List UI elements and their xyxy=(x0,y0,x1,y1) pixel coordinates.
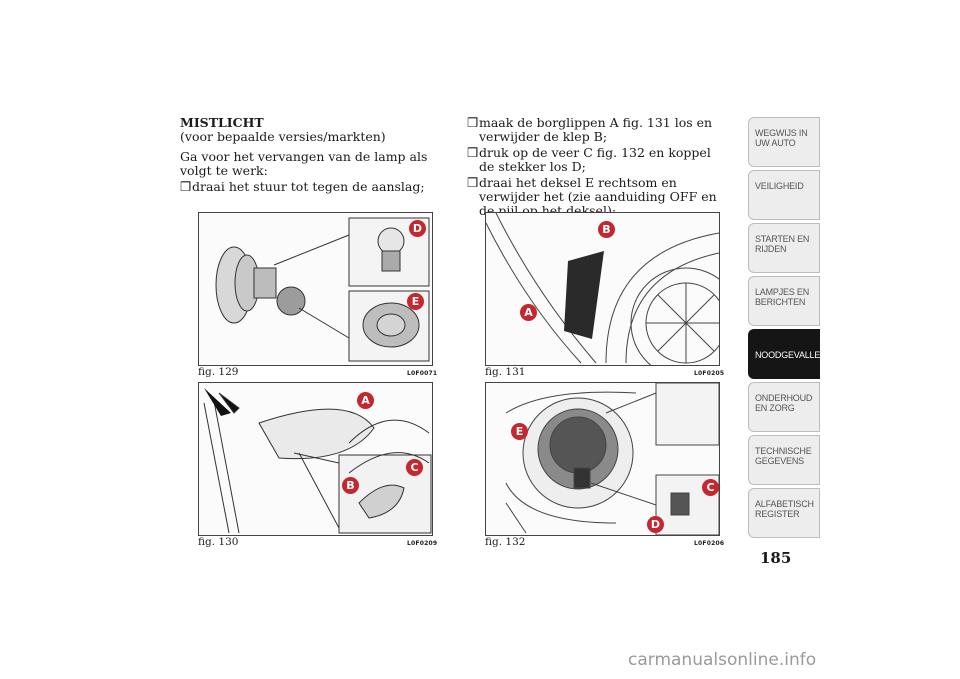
step-text: maak de borglippen A fig. 131 los en ver… xyxy=(479,115,713,144)
figure-caption: fig. 129 xyxy=(198,366,239,378)
figure-131-illustration: B A xyxy=(485,212,720,366)
step-item: ❒ draai het stuur tot tegen de aanslag; xyxy=(180,180,442,194)
checkbox-bullet-icon: ❒ xyxy=(467,145,479,160)
callout-a: A xyxy=(520,304,537,321)
callout-a: A xyxy=(357,392,374,409)
tab-veiligheid[interactable]: VEILIGHEID xyxy=(748,170,820,220)
figure-code: L0F0209 xyxy=(407,540,438,547)
figure-caption: fig. 132 xyxy=(485,536,526,548)
tab-lampjes-en-berichten[interactable]: LAMPJES EN BERICHTEN xyxy=(748,276,820,326)
step-text: draai het stuur tot tegen de aanslag; xyxy=(192,179,425,194)
watermark: carmanualsonline.info xyxy=(628,650,817,670)
tab-technische-gegevens[interactable]: TECHNISCHE GEGEVENS xyxy=(748,435,820,485)
section-subheading: (voor bepaalde versies/markten) xyxy=(180,129,386,144)
tab-wegwijs[interactable]: WEGWIJS IN UW AUTO xyxy=(748,117,820,167)
callout-e: E xyxy=(511,423,528,440)
left-text-column: MISTLICHT (voor bepaalde versies/markten… xyxy=(180,116,442,194)
figure-132-illustration: E C D xyxy=(485,382,720,536)
page-number: 185 xyxy=(760,549,792,567)
step-item: ❒ druk op de veer C fig. 132 en koppel d… xyxy=(467,146,729,174)
figure-130-illustration: A C B xyxy=(198,382,433,536)
figure-caption: fig. 130 xyxy=(198,536,239,548)
step-item: ❒ maak de borglippen A fig. 131 los en v… xyxy=(467,116,729,144)
checkbox-bullet-icon: ❒ xyxy=(467,175,479,190)
checkbox-bullet-icon: ❒ xyxy=(467,115,479,130)
callout-e: E xyxy=(407,293,424,310)
figure-caption: fig. 131 xyxy=(485,366,526,378)
figure-129-illustration: D E xyxy=(198,212,433,366)
tab-onderhoud-en-zorg[interactable]: ONDERHOUD EN ZORG xyxy=(748,382,820,432)
section-heading: MISTLICHT xyxy=(180,115,264,130)
callout-b: B xyxy=(598,221,615,238)
chapter-tabs: WEGWIJS IN UW AUTO VEILIGHEID STARTEN EN… xyxy=(748,117,827,541)
callout-c: C xyxy=(702,479,719,496)
figure-code: L0F0071 xyxy=(407,370,438,377)
callout-d: D xyxy=(647,516,664,533)
step-text: druk op de veer C fig. 132 en koppel de … xyxy=(479,145,711,174)
callout-d: D xyxy=(409,220,426,237)
figure-code: L0F0206 xyxy=(694,540,725,547)
tab-alfabetisch-register[interactable]: ALFABETISCH REGISTER xyxy=(748,488,820,538)
callout-b: B xyxy=(342,477,359,494)
callout-c: C xyxy=(406,459,423,476)
intro-paragraph: Ga voor het vervangen van de lamp als vo… xyxy=(180,149,428,178)
figure-code: L0F0205 xyxy=(694,370,725,377)
right-text-column: ❒ maak de borglippen A fig. 131 los en v… xyxy=(467,116,729,218)
tab-noodgevallen[interactable]: NOODGEVALLEN xyxy=(748,329,827,379)
checkbox-bullet-icon: ❒ xyxy=(180,179,192,194)
tab-starten-en-rijden[interactable]: STARTEN EN RIJDEN xyxy=(748,223,820,273)
